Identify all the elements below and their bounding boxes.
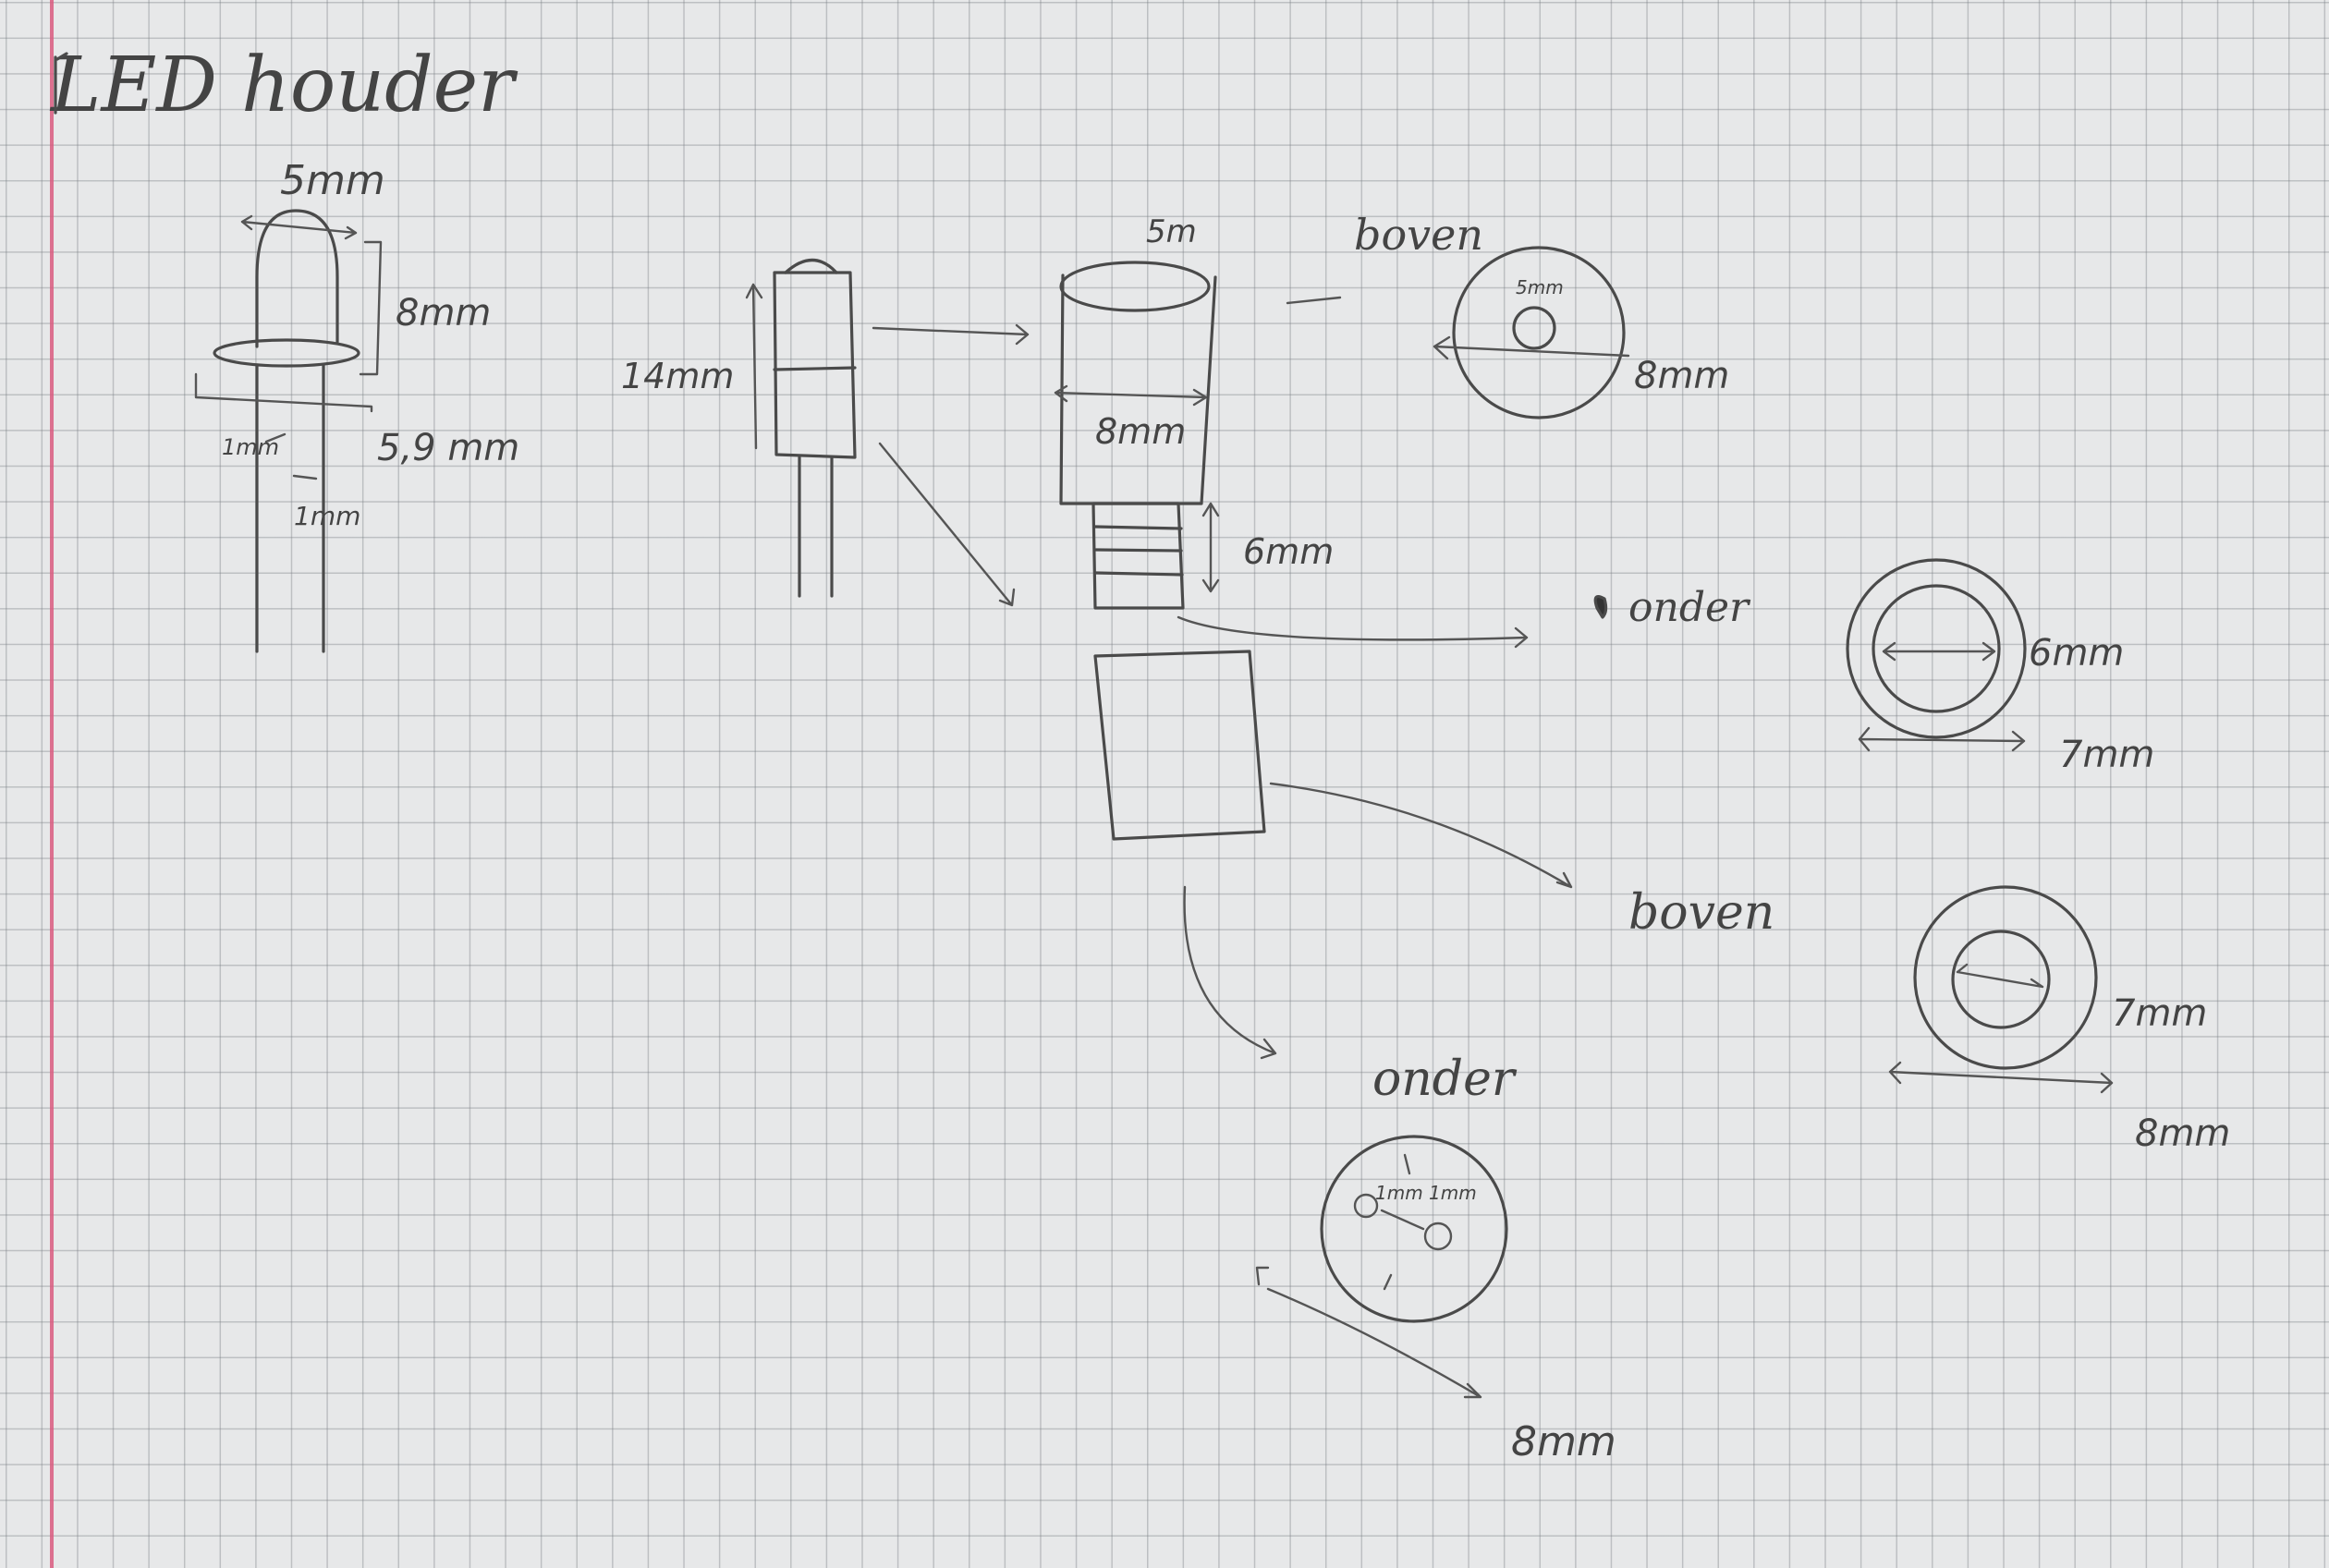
onder-bottom-view [1255,1135,1508,1399]
onder-mid-inner-circle [1872,584,2001,713]
onder-mid-marker [1593,595,1608,619]
boven-top-width-arrow [1433,335,1630,360]
top-part-label: 5m [1146,213,1197,250]
arrow-to-neck [878,442,1016,607]
onder-mid-label: onder [1628,584,1751,631]
boven-top-inner-label: 5mm [1516,276,1564,298]
holder-height-label: 14mm [621,356,734,396]
led-lead-marks [264,432,318,480]
top-part-width-label: 8mm [1095,411,1186,452]
boven-lower-inner-label: 7mm [2112,992,2207,1035]
onder-mid-outer-label: 7mm [2059,734,2154,776]
boven-top-label: boven [1354,210,1483,260]
top-part-drawing [1054,261,1529,649]
led-pitch-label: 1mm [222,434,279,460]
led-height-bracket [359,240,383,376]
holder-height-arrow [745,283,763,450]
arrow-to-boven-top [1286,296,1342,305]
arrow-to-boven-lower [1269,782,1573,889]
led-flange-bracket [194,372,373,413]
boven-lower-inner-circle [1951,930,2051,1029]
notebook-margin-line [50,0,54,1568]
onder-mid-outer-circle [1846,558,2027,739]
onder-bottom-hole-right [1423,1222,1453,1251]
arrow-to-onder-mid [1177,615,1529,649]
onder-bottom-holes-label: 1mm 1mm [1375,1182,1477,1204]
onder-bottom-outer-label: 8mm [1511,1418,1616,1465]
onder-bottom-label: onder [1372,1051,1518,1107]
boven-top-inner-circle [1512,306,1556,350]
holder-leads [798,456,834,598]
boven-top-outer-label: 8mm [1634,355,1729,397]
led-flange-label: 5,9 mm [377,427,519,469]
boven-top-view [1433,246,1630,419]
lower-part-body [1093,650,1266,841]
holder-side-drawing [745,259,857,598]
onder-bottom-width-arrow [1255,1266,1482,1399]
led-lead-width-label: 1mm [294,501,360,531]
title-underline-stroke [54,52,68,115]
boven-top-outer-circle [1452,246,1626,419]
neck-height-label: 6mm [1243,531,1334,572]
led-height-label: 8mm [396,292,491,334]
onder-mid-inner-arrow [1882,641,1996,662]
boven-lower-label: boven [1628,885,1774,941]
neck-height-arrow [1201,502,1220,593]
boven-lower-view [1888,885,2114,1094]
onder-mid-view [1846,558,2027,752]
onder-mid-outer-arrow [1858,726,2026,752]
holder-cap [784,259,838,274]
boven-lower-outer-label: 8mm [2135,1112,2230,1155]
onder-bottom-marks [1380,1153,1425,1291]
top-part-width-arrow [1054,384,1208,407]
onder-mid-inner-label: 6mm [2029,632,2124,675]
led-dome [255,209,339,348]
neck-thread [1093,525,1184,577]
boven-lower-outer-circle [1913,885,2098,1070]
page-title: LED houder [49,42,518,129]
led-width-label: 5mm [280,157,385,204]
top-part-rim [1059,261,1211,312]
led-flange [213,338,360,368]
holder-divider [773,366,857,371]
arrow-to-onder-bottom [1183,885,1277,1060]
boven-lower-inner-arrow [1956,963,2044,989]
onder-bottom-outer-circle [1320,1135,1508,1323]
lower-part-drawing [1093,650,1573,1060]
arrow-to-top-part [872,323,1030,346]
holder-body [773,271,857,459]
led-drawing [194,209,383,653]
led-width-arrow [240,214,358,240]
neck-body [1091,502,1185,610]
boven-lower-outer-arrow [1888,1061,2114,1094]
led-leads [255,363,325,653]
onder-bottom-hole-left [1353,1193,1379,1219]
